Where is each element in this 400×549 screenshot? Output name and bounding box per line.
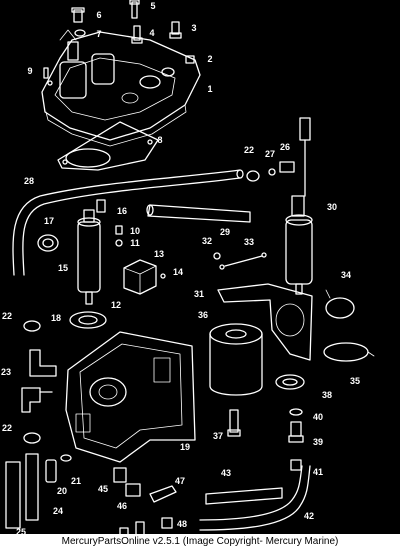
callout-32: 32 [201,236,213,246]
callout-29: 29 [219,227,231,237]
callout-46: 46 [116,501,128,511]
part-9-screws [43,67,53,86]
callout-13: 13 [153,249,165,259]
callout-24: 24 [52,506,64,516]
part-39-fitting [288,421,304,443]
callout-6: 6 [96,10,102,20]
callout-36: 36 [197,310,209,320]
part-20-21-fittings [45,454,72,483]
part-29-sleeve [146,204,251,223]
callout-4: 4 [149,28,155,38]
part-5-screw [129,0,140,19]
callout-2: 2 [207,54,213,64]
part-26-connector [279,117,311,197]
callout-20: 20 [56,486,68,496]
callout-38: 38 [321,390,333,400]
part-38-seal [275,374,305,390]
callout-43: 43 [220,468,232,478]
part-8-gasket [57,121,159,171]
callout-25: 25 [15,527,27,537]
part-22-clamps-left [23,320,41,444]
part-48-fitting [161,517,173,529]
callout-28: 28 [23,176,35,186]
part-13-relay [123,259,157,295]
part-27-clip [268,168,276,176]
part-37-sensor [227,409,241,437]
part-19-housing [65,331,196,463]
callout-15: 15 [57,263,69,273]
callout-48: 48 [176,519,188,529]
part-4-fitting [131,25,143,44]
callout-31: 31 [193,289,205,299]
callout-12: 12 [110,300,122,310]
callout-23: 23 [0,367,12,377]
part-7-washer [74,29,86,37]
callout-18: 18 [50,313,62,323]
part-34-clamp [325,289,355,319]
callout-9: 9 [27,66,33,76]
callout-16: 16 [116,206,128,216]
callout-35: 35 [349,376,361,386]
callout-19: 19 [179,442,191,452]
callout-47: 47 [174,476,186,486]
part-43-hose [205,487,283,505]
callout-39: 39 [312,437,324,447]
part-35-clamp [323,342,375,362]
callout-1: 1 [207,84,213,94]
callout-22: 22 [1,423,13,433]
callout-42: 42 [303,511,315,521]
part-36-fuel-filter [209,323,263,396]
callout-22: 22 [243,145,255,155]
part-23-elbow-fittings [21,349,57,413]
part-24-25-hoses [5,453,39,529]
callout-30: 30 [326,202,338,212]
callout-22: 22 [1,311,13,321]
callout-14: 14 [172,267,184,277]
part-30-fuel-pump [285,195,313,295]
callout-34: 34 [340,270,352,280]
part-18-grommet [69,311,107,329]
callout-3: 3 [191,23,197,33]
part-14-screw [160,273,166,279]
part-3-fitting [169,21,182,39]
callout-8: 8 [157,135,163,145]
part-41-fitting [290,459,302,471]
part-32-33-ground-strap [213,252,267,270]
callout-17: 17 [43,216,55,226]
callout-27: 27 [264,149,276,159]
part-15-fuel-pump [77,209,101,305]
callout-41: 41 [312,467,324,477]
callout-37: 37 [212,431,224,441]
part-46-fitting [125,483,141,497]
part-2-plug [185,55,195,64]
part-1-cover [41,29,201,147]
callout-21: 21 [70,476,82,486]
part-22-clamp-top [246,170,260,182]
callout-26: 26 [279,142,291,152]
callout-7: 7 [96,29,102,39]
part-40-oring [289,408,303,416]
callout-40: 40 [312,412,324,422]
copyright-footer: MercuryPartsOnline v2.5.1 (Image Copyrig… [0,534,400,549]
part-10-11-fittings [115,225,123,247]
part-47-fitting [149,485,177,503]
callout-33: 33 [243,237,255,247]
part-45-fitting [113,467,127,483]
callout-11: 11 [130,238,140,248]
part-16-connector [96,199,106,213]
part-42-hose [199,465,311,531]
part-31-bracket [217,283,313,361]
callout-5: 5 [150,1,156,11]
part-6-fitting [71,7,85,23]
callout-45: 45 [97,484,109,494]
part-28-hose [12,169,244,276]
part-17-seal [37,234,59,252]
callout-10: 10 [129,226,141,236]
